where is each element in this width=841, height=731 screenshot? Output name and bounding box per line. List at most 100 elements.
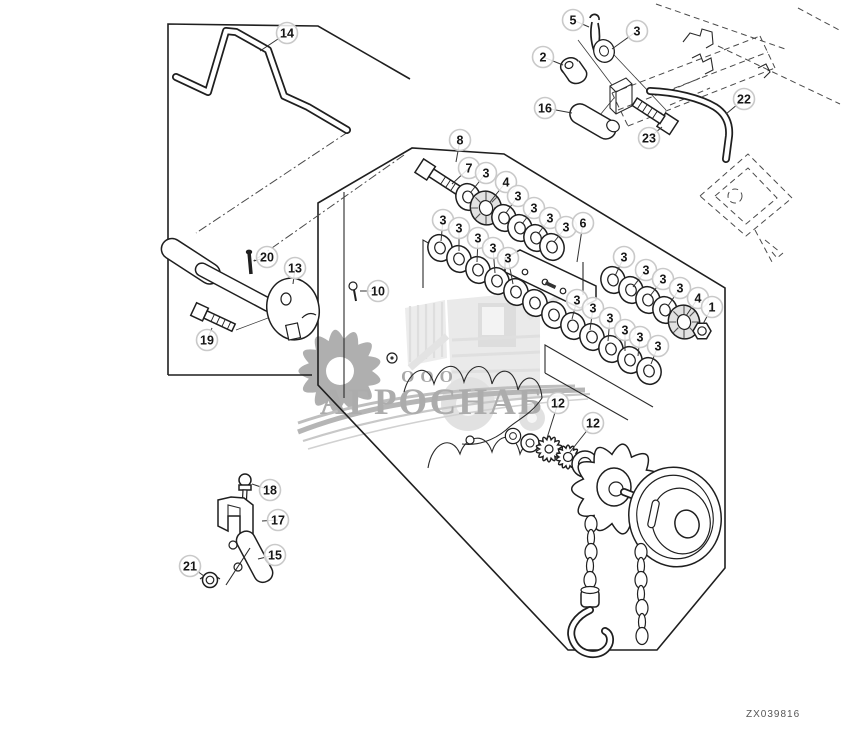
callout-number: 3 bbox=[483, 167, 490, 181]
callout-1: 1 bbox=[700, 295, 724, 325]
callout-number: 3 bbox=[590, 302, 597, 316]
callout-19: 19 bbox=[195, 327, 219, 352]
callout-ring bbox=[732, 87, 756, 111]
callout-number: 13 bbox=[288, 262, 302, 276]
callout-ring bbox=[571, 211, 595, 235]
callout-number: 3 bbox=[574, 294, 581, 308]
callout-number: 12 bbox=[551, 397, 565, 411]
callout-number: 3 bbox=[677, 282, 684, 296]
callout-3: 3 bbox=[553, 215, 578, 243]
part-pin-20 bbox=[245, 249, 253, 275]
beam-bracket-top bbox=[682, 28, 714, 49]
phantom-tails bbox=[754, 229, 784, 263]
callout-21: 21 bbox=[178, 554, 205, 578]
part-nut-1 bbox=[692, 322, 712, 340]
callout-ring bbox=[628, 325, 652, 349]
callout-number: 12 bbox=[586, 417, 600, 431]
callout-ring bbox=[546, 391, 570, 415]
callout-12: 12 bbox=[569, 411, 605, 453]
assembly-axis-lines bbox=[235, 39, 667, 331]
part-cam-disc-13 bbox=[266, 277, 320, 341]
main-panel-outline bbox=[317, 147, 726, 651]
callout-number: 14 bbox=[280, 27, 294, 41]
part-strap-15 bbox=[225, 530, 274, 586]
callout-ring bbox=[531, 45, 555, 69]
callout-number: 4 bbox=[503, 176, 510, 190]
part-rod-14 bbox=[172, 27, 351, 134]
callout-2: 2 bbox=[531, 45, 564, 69]
callout-ring bbox=[447, 216, 471, 240]
drawing-number: ZX039816 bbox=[746, 709, 800, 720]
callout-3: 3 bbox=[598, 306, 622, 342]
callout-22: 22 bbox=[725, 87, 756, 115]
callout-3: 3 bbox=[537, 206, 562, 235]
callout-3: 3 bbox=[628, 325, 652, 357]
callout-ring bbox=[275, 21, 299, 45]
small-hole bbox=[465, 435, 475, 445]
callout-ring bbox=[448, 128, 472, 152]
callout-number: 19 bbox=[200, 334, 214, 348]
callout-number: 3 bbox=[456, 222, 463, 236]
chain-left bbox=[580, 514, 600, 608]
callout-5: 5 bbox=[561, 8, 590, 32]
callout-number: 3 bbox=[607, 312, 614, 326]
callout-3: 3 bbox=[612, 245, 636, 277]
callout-number: 3 bbox=[655, 340, 662, 354]
callout-ring bbox=[646, 334, 670, 358]
part-rod-22 bbox=[646, 87, 734, 163]
callout-number: 1 bbox=[709, 301, 716, 315]
callout-number: 3 bbox=[622, 324, 629, 338]
callout-number: 17 bbox=[271, 514, 285, 528]
callout-6: 6 bbox=[571, 211, 595, 263]
phantom-plate bbox=[699, 153, 793, 237]
callout-3: 3 bbox=[667, 276, 692, 307]
callout-ring bbox=[581, 411, 605, 435]
part-bolt-23 bbox=[631, 96, 680, 136]
callout-number: 22 bbox=[737, 93, 751, 107]
phantom-beam bbox=[611, 35, 776, 127]
callout-ring bbox=[195, 328, 219, 352]
callout-ring bbox=[668, 276, 692, 300]
callout-number: 3 bbox=[643, 264, 650, 278]
callout-ring bbox=[612, 245, 636, 269]
callout-ring bbox=[474, 161, 498, 185]
callout-ring bbox=[266, 508, 290, 532]
part-washer-3-top bbox=[590, 36, 618, 66]
part-drum bbox=[628, 466, 722, 568]
part-nut-21 bbox=[199, 571, 221, 589]
callout-ring bbox=[581, 296, 605, 320]
callout-14: 14 bbox=[259, 21, 299, 52]
phantom-hole bbox=[727, 188, 743, 204]
callout-10: 10 bbox=[360, 279, 390, 303]
part-grip-handle bbox=[160, 237, 276, 313]
callout-16: 16 bbox=[533, 96, 573, 120]
part-bushing-2 bbox=[559, 57, 588, 85]
washer-row-1 bbox=[451, 179, 712, 344]
callout-3: 3 bbox=[521, 196, 546, 225]
callout-number: 3 bbox=[547, 212, 554, 226]
callout-ring bbox=[522, 196, 546, 220]
callout-number: 3 bbox=[505, 252, 512, 266]
callout-number: 2 bbox=[540, 51, 547, 65]
callout-ring bbox=[366, 279, 390, 303]
callout-ring bbox=[283, 256, 307, 280]
callout-15: 15 bbox=[257, 543, 287, 567]
callout-number: 7 bbox=[466, 162, 473, 176]
gear-hole bbox=[326, 357, 354, 385]
callout-number: 5 bbox=[570, 14, 577, 28]
part-spacer-16 bbox=[569, 103, 620, 140]
callout-3: 3 bbox=[611, 19, 649, 50]
callout-number: 18 bbox=[263, 484, 277, 498]
callout-ring bbox=[263, 543, 287, 567]
machine-frame-phantom bbox=[235, 3, 841, 331]
part-hook bbox=[567, 606, 614, 659]
chain-right bbox=[634, 542, 649, 646]
callout-number: 15 bbox=[268, 549, 282, 563]
beam-bracket-right bbox=[757, 63, 771, 79]
callout-number: 3 bbox=[634, 25, 641, 39]
callout-3: 3 bbox=[447, 216, 471, 251]
callout-20: 20 bbox=[253, 245, 279, 269]
callout-number: 3 bbox=[621, 251, 628, 265]
